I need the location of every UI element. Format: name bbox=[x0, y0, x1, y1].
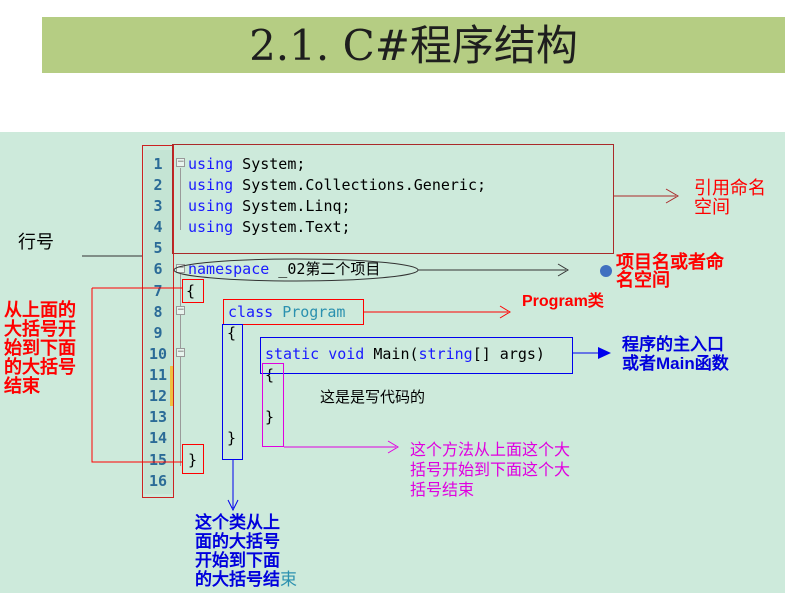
line-number: 2 bbox=[153, 176, 163, 194]
class-arrowhead bbox=[499, 305, 511, 319]
keyword: static bbox=[265, 345, 320, 363]
annotation-main-2: 或者Main函数 bbox=[622, 354, 729, 373]
line-number: 1 bbox=[153, 155, 163, 173]
code-line-10: static void Main(string[] args) bbox=[265, 345, 545, 363]
using-box bbox=[172, 144, 614, 254]
fold-guide bbox=[180, 168, 181, 230]
annotation-class-5-text: 束 bbox=[280, 570, 297, 589]
fold-guide bbox=[180, 274, 181, 466]
line-number: 15 bbox=[148, 451, 168, 469]
collapse-icon[interactable]: − bbox=[176, 305, 185, 315]
method-body-box bbox=[262, 363, 284, 447]
annotation-class-4: 的大括号结束 bbox=[195, 570, 297, 589]
line-number: 11 bbox=[148, 366, 168, 384]
line-number: 3 bbox=[153, 197, 163, 215]
annotation-class-1: 这个类从上 bbox=[195, 513, 280, 532]
code-text: System.Collections.Generic; bbox=[233, 176, 487, 194]
code-line-13: } bbox=[265, 408, 275, 426]
line-number: 5 bbox=[153, 239, 163, 257]
code-text: System; bbox=[233, 155, 306, 173]
code-line-3: using System.Linq; bbox=[188, 197, 351, 215]
code-line-8: class Program bbox=[228, 303, 345, 321]
annotation-brace-3: 始到下面 bbox=[4, 338, 76, 358]
annotation-brace-1: 从上面的 bbox=[4, 300, 76, 320]
line-number: 16 bbox=[148, 472, 168, 490]
method-name: Main( bbox=[373, 345, 419, 363]
annotation-method-1: 这个方法从上面这个大 bbox=[410, 442, 571, 459]
class-box bbox=[223, 299, 364, 325]
main-method-box bbox=[260, 337, 573, 374]
line-number: 14 bbox=[148, 429, 168, 447]
annotation-main-1: 程序的主入口 bbox=[622, 335, 724, 354]
annotation-class-3: 开始到下面 bbox=[195, 551, 280, 570]
annotation-method-3: 括号结束 bbox=[410, 482, 475, 499]
line-number-gutter bbox=[144, 150, 174, 494]
code-line-15: } bbox=[188, 451, 198, 469]
class-body-box bbox=[222, 324, 243, 460]
line-number: 9 bbox=[153, 324, 163, 342]
line-number-box bbox=[142, 145, 174, 498]
annotation-using-2: 空间 bbox=[694, 197, 730, 217]
keyword: namespace bbox=[188, 260, 270, 278]
collapse-icon[interactable]: − bbox=[176, 263, 185, 273]
line-number: 10 bbox=[148, 345, 168, 363]
title-bar: 2.1. C#程序结构 bbox=[42, 17, 785, 73]
code-text: System.Text; bbox=[233, 218, 351, 236]
annotation-line-number: 行号 bbox=[18, 232, 54, 252]
using-arrowhead bbox=[665, 188, 679, 204]
code-text: _02第二个项目 bbox=[269, 260, 381, 278]
line-number: 8 bbox=[153, 303, 163, 321]
namespace-arrowhead bbox=[557, 263, 569, 277]
keyword: using bbox=[188, 176, 234, 194]
code-line-14: } bbox=[227, 429, 237, 447]
annotation-class-4-text: 的大括号结 bbox=[195, 570, 280, 589]
code-line-1: using System; bbox=[188, 155, 305, 173]
method-arrowhead bbox=[387, 440, 399, 454]
namespace-close-brace-box bbox=[182, 444, 204, 474]
keyword: using bbox=[188, 155, 234, 173]
collapse-icon[interactable]: − bbox=[176, 157, 185, 167]
code-text: [] args) bbox=[472, 345, 545, 363]
annotation-write-code: 这是是写代码的 bbox=[320, 389, 426, 406]
code-line-7: { bbox=[186, 282, 196, 300]
line-number: 6 bbox=[153, 260, 163, 278]
code-line-11: { bbox=[265, 366, 275, 384]
keyword: class bbox=[228, 303, 274, 321]
code-line-6: namespace _02第二个项目 bbox=[188, 260, 380, 278]
code-line-9: { bbox=[227, 324, 237, 342]
annotation-class-2: 面的大括号 bbox=[195, 532, 280, 551]
namespace-open-brace-box bbox=[182, 279, 204, 303]
main-arrowhead bbox=[598, 347, 611, 359]
namespace-ellipse bbox=[173, 258, 419, 282]
keyword: using bbox=[188, 218, 234, 236]
code-line-4: using System.Text; bbox=[188, 218, 351, 236]
cursor-dot bbox=[600, 265, 612, 277]
line-number: 12 bbox=[148, 387, 168, 405]
line-number: 7 bbox=[153, 282, 163, 300]
line-number: 4 bbox=[153, 218, 163, 236]
annotation-brace-2: 大括号开 bbox=[4, 319, 76, 339]
annotation-program-class: Program类 bbox=[522, 293, 604, 310]
collapse-icon[interactable]: − bbox=[176, 347, 185, 357]
annotation-namespace-2: 名空间 bbox=[616, 270, 670, 290]
keyword: void bbox=[328, 345, 365, 363]
annotation-namespace-1: 项目名或者命 bbox=[616, 252, 724, 272]
code-text: System.Linq; bbox=[233, 197, 351, 215]
slide-title: 2.1. C#程序结构 bbox=[249, 21, 578, 70]
keyword: using bbox=[188, 197, 234, 215]
annotation-brace-4: 的大括号 bbox=[4, 357, 76, 377]
code-line-2: using System.Collections.Generic; bbox=[188, 176, 486, 194]
brace-bottom-connector bbox=[91, 288, 182, 463]
class-down-arrowhead bbox=[227, 499, 239, 512]
keyword: string bbox=[418, 345, 473, 363]
change-marker bbox=[170, 366, 173, 406]
line-number: 13 bbox=[148, 408, 168, 426]
annotation-brace-5: 结束 bbox=[4, 376, 40, 396]
annotation-method-2: 括号开始到下面这个大 bbox=[410, 462, 571, 479]
code-screenshot-area bbox=[0, 132, 785, 593]
class-name: Program bbox=[282, 303, 346, 321]
annotation-using-1: 引用命名 bbox=[694, 178, 766, 198]
